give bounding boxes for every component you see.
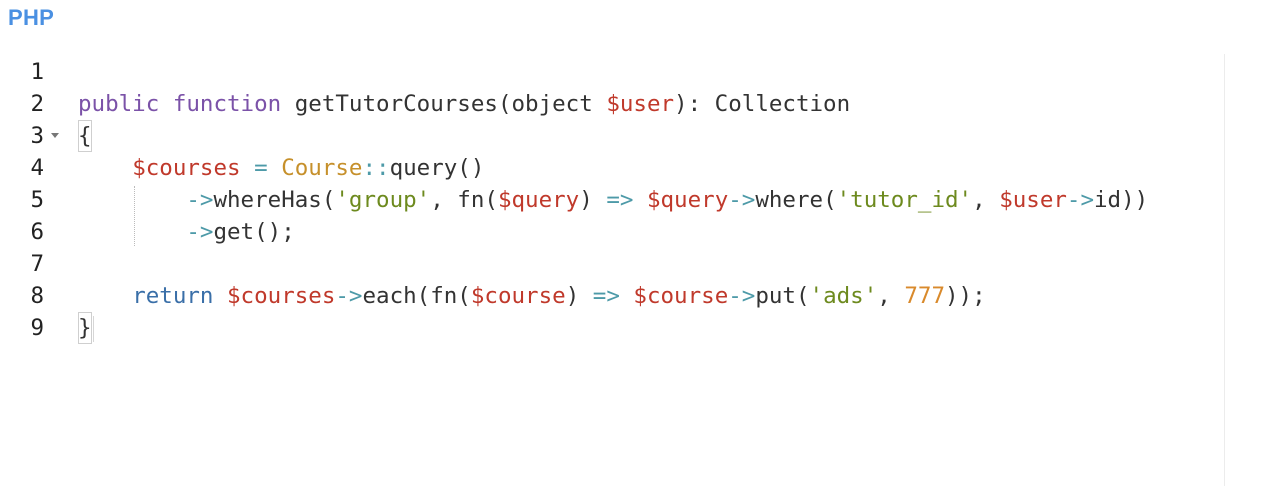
code-token: public (78, 91, 160, 117)
line-number: 8 (30, 283, 44, 309)
code-token: , (972, 187, 1000, 213)
code-token (78, 155, 132, 181)
code-token: -> (186, 187, 214, 213)
fold-arrow-icon[interactable] (51, 133, 59, 138)
language-label: PHP (8, 5, 55, 30)
code-editor[interactable]: 1 2 public function getTutorCourses(object… (0, 54, 1224, 486)
code-token: , (877, 283, 905, 309)
code-text: ->get(); (78, 216, 295, 248)
code-token: ): Collection (674, 91, 851, 117)
line-number: 4 (30, 155, 44, 181)
code-token: 'tutor_id' (836, 187, 973, 213)
code-text: public function getTutorCourses(object $… (78, 88, 850, 120)
code-token: $query (497, 187, 580, 213)
code-token: { (78, 120, 92, 152)
line-number: 2 (30, 91, 44, 117)
code-text: } (78, 312, 92, 344)
code-text: return $courses->each(fn($course) => $co… (78, 280, 986, 312)
indent-guide (134, 186, 135, 246)
code-token: $user (606, 91, 675, 117)
code-line-1[interactable]: 1 (0, 56, 1224, 88)
code-token: )); (945, 283, 986, 309)
code-token: getTutorCourses(object (281, 91, 607, 117)
code-token: :: (362, 155, 390, 181)
code-token (241, 155, 255, 181)
code-token: each(fn( (362, 283, 471, 309)
code-token: $user (999, 187, 1067, 213)
code-token: id)) (1094, 187, 1149, 213)
code-token: , fn( (430, 187, 498, 213)
code-token: } (78, 312, 92, 344)
code-token: get(); (213, 219, 295, 245)
code-token: => (606, 187, 634, 213)
code-token: whereHas( (213, 187, 336, 213)
code-token (213, 283, 227, 309)
code-line-5[interactable]: 5 ->whereHas('group', fn($query) => $que… (0, 184, 1224, 216)
line-number: 5 (30, 187, 44, 213)
code-line-8[interactable]: 8 return $courses->each(fn($course) => $… (0, 280, 1224, 312)
line-number: 3 (30, 123, 44, 149)
code-token: function (172, 91, 282, 117)
code-text: { (78, 120, 92, 152)
code-token (78, 187, 186, 213)
code-token (78, 283, 132, 309)
code-token (268, 155, 282, 181)
code-token: where( (755, 187, 837, 213)
code-token: $courses (132, 155, 241, 181)
code-line-3[interactable]: 3{ (0, 120, 1224, 152)
code-token (633, 187, 647, 213)
line-number: 6 (30, 219, 44, 245)
line-number: 7 (30, 251, 44, 277)
code-line-9[interactable]: 9} (0, 312, 1224, 344)
code-token: 'ads' (809, 283, 878, 309)
code-text: ->whereHas('group', fn($query) => $query… (78, 184, 1148, 216)
line-number: 1 (30, 59, 44, 85)
code-token: -> (186, 219, 214, 245)
code-token: $courses (227, 283, 336, 309)
code-token: $course (633, 283, 729, 309)
code-token: $query (646, 187, 729, 213)
code-text: $courses = Course::query() (78, 152, 484, 184)
code-token (159, 91, 173, 117)
code-token (78, 219, 186, 245)
line-number: 9 (30, 315, 44, 341)
code-line-2[interactable]: 2 public function getTutorCourses(object … (0, 88, 1224, 120)
code-token: 'group' (335, 187, 431, 213)
code-token: -> (728, 187, 756, 213)
code-token: return (132, 283, 214, 309)
code-line-7[interactable]: 7 (0, 248, 1224, 280)
code-token: = (254, 155, 268, 181)
code-token: query() (389, 155, 485, 181)
code-token: -> (335, 283, 363, 309)
code-line-6[interactable]: 6 ->get(); (0, 216, 1224, 248)
code-token: -> (728, 283, 756, 309)
code-token: -> (1066, 187, 1095, 213)
code-line-4[interactable]: 4 $courses = Course::query() (0, 152, 1224, 184)
code-token: => (592, 283, 620, 309)
code-token: Course (281, 155, 363, 181)
code-token: ) (579, 187, 607, 213)
code-token: put( (755, 283, 810, 309)
editor-right-border (1224, 54, 1225, 486)
code-token: 777 (904, 283, 945, 309)
code-token: $course (470, 283, 566, 309)
bracket-match-marker (93, 316, 94, 342)
code-token (620, 283, 634, 309)
code-token: ) (565, 283, 593, 309)
